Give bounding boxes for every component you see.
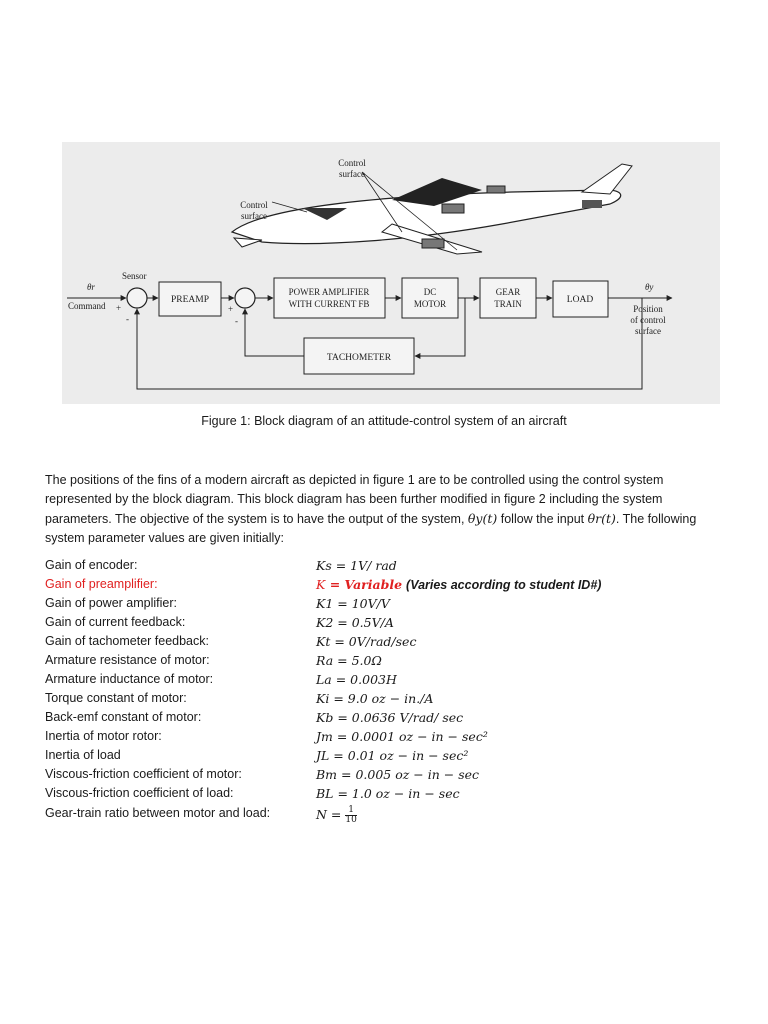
label-position-3: surface [635, 326, 661, 336]
param-row: Inertia of motor rotor: Jm = 0.0001 oz −… [45, 729, 745, 748]
param-value: Bm = 0.005 oz − in − sec [316, 767, 480, 782]
theta-r-symbol: θr(t) [587, 511, 616, 526]
block-load-label: LOAD [567, 295, 594, 305]
label-control-surface-top-1: Control [338, 158, 366, 168]
label-position-2: of control [630, 315, 666, 325]
param-label: Gain of current feedback: [45, 615, 186, 629]
param-value: K1 = 10V/V [316, 596, 390, 611]
label-control-surface-left-1: Control [240, 200, 268, 210]
param-value: Ra = 5.0Ω [316, 653, 382, 668]
block-power-amp-label-2: WITH CURRENT FB [289, 299, 370, 309]
block-tachometer-label: TACHOMETER [327, 353, 392, 363]
label-theta-y: θy [645, 282, 653, 292]
label-control-surface-left-2: surface [241, 211, 267, 221]
param-row: Gain of preamplifier: K = Variable (Vari… [45, 577, 745, 596]
label-minus-2: - [235, 316, 238, 326]
param-label: Gain of tachometer feedback: [45, 634, 209, 648]
param-label: Gain of preamplifier: [45, 577, 158, 591]
param-note: (Varies according to student ID#) [406, 578, 602, 592]
param-value: Ki = 9.0 oz − in./A [316, 691, 434, 706]
param-row: Gain of power amplifier: K1 = 10V/V [45, 596, 745, 615]
param-label: Armature inductance of motor: [45, 672, 214, 686]
param-value: JL = 0.01 oz − in − sec² [316, 748, 469, 763]
param-row: Armature resistance of motor: Ra = 5.0Ω [45, 653, 745, 672]
intro-paragraph: The positions of the fins of a modern ai… [45, 471, 725, 548]
param-row: Armature inductance of motor: La = 0.003… [45, 672, 745, 691]
param-row: Gain of encoder: Ks = 1V/ rad [45, 558, 745, 577]
airplane-illustration [230, 163, 633, 255]
param-label: Gain of power amplifier: [45, 596, 178, 610]
paragraph-line-3: parameters. The objective of the system … [45, 511, 697, 526]
paragraph-line-4: system parameter values are given initia… [45, 531, 284, 545]
label-sensor: Sensor [122, 271, 147, 281]
param-value: BL = 1.0 oz − in − sec [316, 786, 460, 801]
block-gear-train [479, 277, 537, 319]
param-row: Viscous-friction coefficient of load: BL… [45, 786, 745, 805]
label-control-surface-top-2: surface [339, 169, 365, 179]
param-label: Torque constant of motor: [45, 691, 187, 705]
theta-y-symbol: θy(t) [467, 511, 498, 526]
block-diagram: Control surface Control surface PREAMP P… [67, 158, 673, 390]
block-preamp-label: PREAMP [171, 295, 209, 305]
summing-junction-1 [126, 287, 148, 309]
param-value: La = 0.003H [316, 672, 397, 687]
label-theta-r: θr [87, 282, 95, 292]
param-label: Back-emf constant of motor: [45, 710, 202, 724]
param-label: Inertia of motor rotor: [45, 729, 162, 743]
block-dc-motor-label-2: MOTOR [414, 299, 446, 309]
param-value: Ks = 1V/ rad [316, 558, 397, 573]
figure-caption: Figure 1: Block diagram of an attitude-c… [201, 414, 567, 428]
block-dc-motor [401, 277, 459, 319]
label-plus-2: + [228, 304, 233, 314]
param-value: Kb = 0.0636 V/rad/ sec [316, 710, 464, 725]
param-value: K2 = 0.5V/A [316, 615, 394, 630]
label-minus-1: - [126, 314, 129, 324]
param-row: Gear-train ratio between motor and load:… [45, 806, 745, 830]
label-command: Command [68, 301, 106, 311]
param-label: Armature resistance of motor: [45, 653, 210, 667]
param-value: Jm = 0.0001 oz − in − sec² [316, 729, 488, 744]
param-value: K = Variable (Varies according to studen… [316, 577, 602, 592]
param-label: Inertia of load [45, 748, 121, 762]
paragraph-line-2: represented by the block diagram. This b… [45, 492, 663, 506]
figure-1: Control surface Control surface PREAMP P… [62, 142, 720, 404]
block-gear-train-label-2: TRAIN [494, 299, 522, 309]
param-label: Gear-train ratio between motor and load: [45, 806, 271, 820]
param-value: Kt = 0V/rad/sec [316, 634, 417, 649]
param-row: Gain of tachometer feedback: Kt = 0V/rad… [45, 634, 745, 653]
param-row: Torque constant of motor: Ki = 9.0 oz − … [45, 691, 745, 710]
block-power-amp-label-1: POWER AMPLIFIER [289, 287, 370, 297]
param-row: Inertia of load JL = 0.01 oz − in − sec² [45, 748, 745, 767]
label-position-1: Position [633, 304, 663, 314]
param-row: Viscous-friction coefficient of motor: B… [45, 767, 745, 786]
block-load [552, 280, 609, 318]
paragraph-line-1: The positions of the fins of a modern ai… [45, 473, 664, 487]
label-plus-1: + [116, 303, 121, 313]
param-row: Gain of current feedback: K2 = 0.5V/A [45, 615, 745, 634]
param-label: Viscous-friction coefficient of motor: [45, 767, 242, 781]
block-power-amp [273, 277, 386, 319]
block-dc-motor-label-1: DC [424, 287, 437, 297]
param-label: Viscous-friction coefficient of load: [45, 786, 234, 800]
param-label: Gain of encoder: [45, 558, 138, 572]
block-gear-train-label-1: GEAR [496, 287, 521, 297]
block-preamp [158, 281, 222, 317]
param-row: Back-emf constant of motor: Kb = 0.0636 … [45, 710, 745, 729]
summing-junction-2 [234, 287, 256, 309]
